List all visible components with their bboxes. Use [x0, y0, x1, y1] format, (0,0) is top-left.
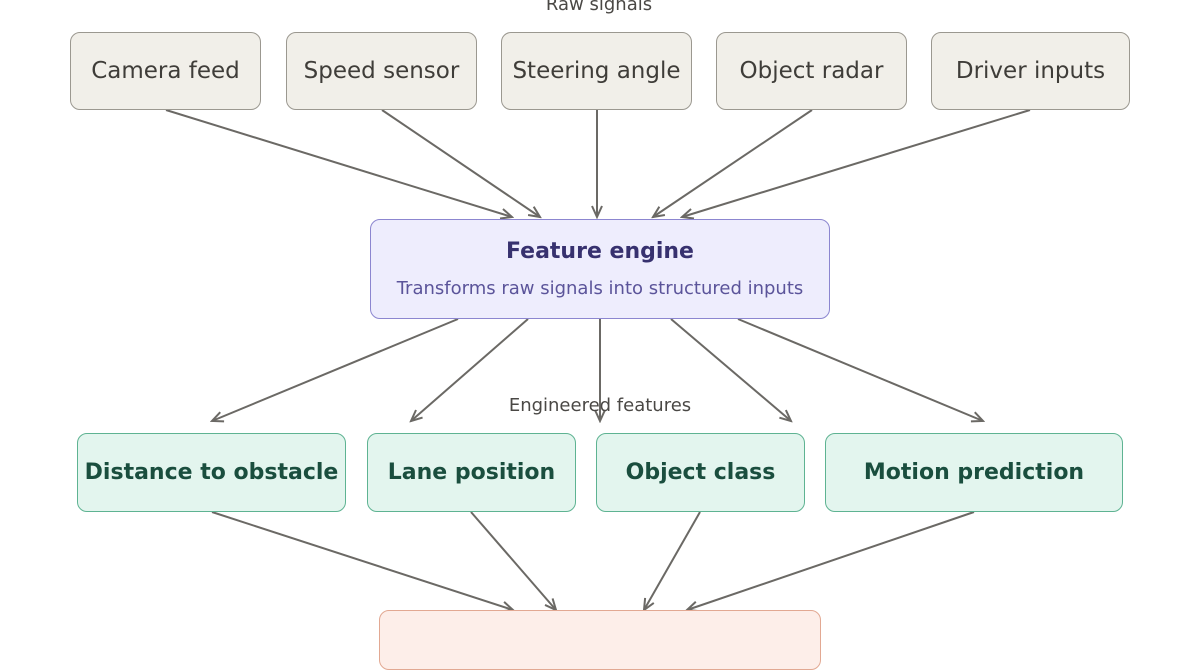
edge-motion-prediction-to-output [687, 511, 975, 610]
edge-engine-to-lane-position [411, 318, 529, 421]
node-object-radar: Object radar [716, 32, 907, 110]
edge-engine-to-object-class [670, 318, 791, 421]
feature-engine-title: Feature engine [506, 239, 694, 264]
edge-lane-position-to-output [470, 511, 556, 610]
node-feature-engine: Feature engine Transforms raw signals in… [370, 219, 830, 319]
node-distance-to-obstacle: Distance to obstacle [77, 433, 346, 512]
edge-speed-sensor-to-engine [381, 109, 540, 217]
edge-engine-to-motion-prediction [737, 318, 983, 421]
flow-diagram [165, 109, 1031, 628]
edge-object-class-to-output [644, 511, 701, 610]
edge-object-radar-to-engine [653, 109, 813, 217]
edge-camera-feed-to-engine [165, 109, 512, 217]
connector-lines [165, 109, 1031, 610]
node-speed-sensor: Speed sensor [286, 32, 477, 110]
group-label-engineered-features: Engineered features [508, 395, 692, 416]
edge-engine-to-distance [212, 318, 459, 421]
node-output-partial [379, 610, 821, 670]
node-steering-angle: Steering angle [501, 32, 692, 110]
node-lane-position: Lane position [367, 433, 576, 512]
edge-driver-inputs-to-engine [682, 109, 1031, 217]
node-camera-feed: Camera feed [70, 32, 261, 110]
group-label-raw-signals: Raw signals [545, 0, 653, 15]
feature-engine-subtitle: Transforms raw signals into structured i… [396, 278, 804, 299]
node-object-class: Object class [596, 433, 805, 512]
edge-distance-to-output [211, 511, 513, 610]
node-driver-inputs: Driver inputs [931, 32, 1130, 110]
node-motion-prediction: Motion prediction [825, 433, 1123, 512]
